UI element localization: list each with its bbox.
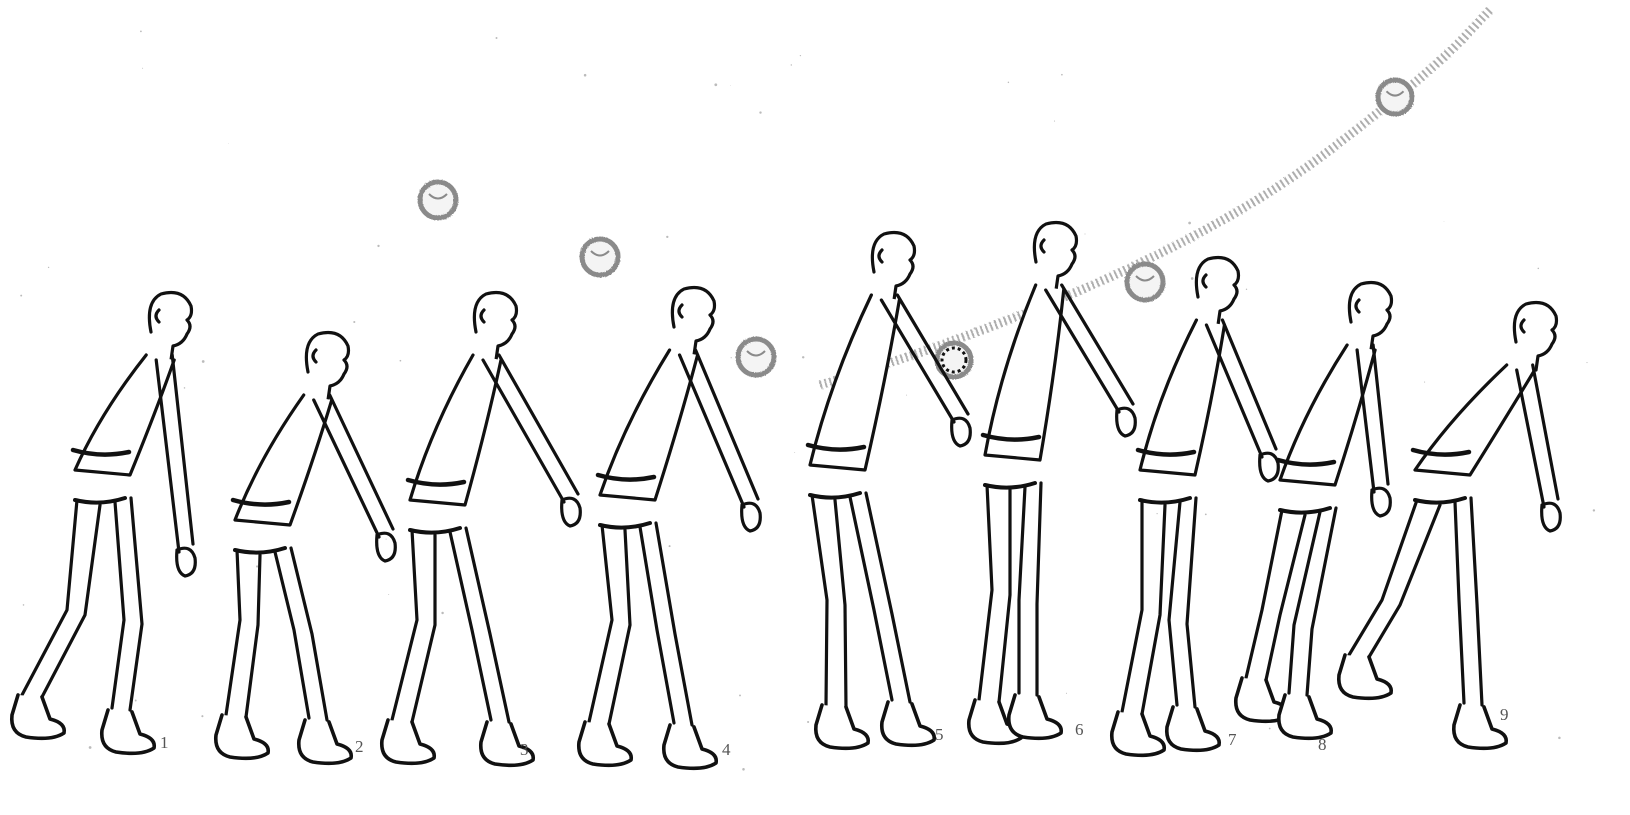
back-shoe <box>12 695 64 738</box>
head <box>672 288 714 356</box>
torso <box>985 285 1064 460</box>
player-figure-frame-5 <box>808 233 970 749</box>
head <box>1514 303 1556 371</box>
player-figure-frame-3 <box>382 293 581 766</box>
legs <box>22 498 142 710</box>
front-shoe <box>102 710 154 753</box>
torso <box>1415 365 1535 475</box>
torso <box>810 295 899 470</box>
front-shoe <box>664 725 716 768</box>
head <box>149 293 191 361</box>
head <box>1349 283 1391 351</box>
legs <box>589 523 692 725</box>
frame-number-3: 3 <box>520 740 529 759</box>
frame-number-8: 8 <box>1318 735 1327 754</box>
player-figure-frame-2 <box>216 333 396 764</box>
player-figure-frame-6 <box>969 223 1136 744</box>
legs <box>812 493 910 707</box>
volleyball-incoming-mid <box>582 239 618 275</box>
head <box>306 333 348 401</box>
frame-number-4: 4 <box>722 740 731 759</box>
front-shoe <box>882 702 934 745</box>
player-figure-frame-4 <box>579 288 761 769</box>
frame-number-9: 9 <box>1500 705 1509 724</box>
frame-number-7: 7 <box>1228 730 1237 749</box>
back-shoe <box>1339 655 1391 698</box>
volleyball-incoming-low <box>738 339 774 375</box>
head <box>474 293 516 361</box>
front-shoe <box>299 720 351 763</box>
front-shoe <box>1279 695 1331 738</box>
frame-number-6: 6 <box>1075 720 1084 739</box>
volleyball-outgoing-low <box>1127 264 1163 300</box>
legs <box>979 483 1041 702</box>
player-figure-frame-9 <box>1339 303 1561 749</box>
figures-layer <box>12 223 1561 769</box>
volleyball-incoming-high <box>420 182 456 218</box>
legs <box>1122 498 1196 714</box>
head <box>872 233 914 301</box>
legs <box>226 548 327 720</box>
front-shoe <box>1454 705 1506 748</box>
legs <box>392 528 509 722</box>
legs <box>1246 508 1336 695</box>
frame-number-2: 2 <box>355 737 364 756</box>
player-figure-frame-1 <box>12 293 196 754</box>
front-shoe <box>1009 695 1061 738</box>
balls-layer <box>420 80 1412 377</box>
head <box>1034 223 1076 291</box>
volleyball-outgoing-high <box>1378 80 1412 114</box>
ball-trajectory-trail <box>820 10 1490 385</box>
back-shoe <box>816 705 868 748</box>
frame-number-1: 1 <box>160 733 169 752</box>
head <box>1196 258 1238 326</box>
back-shoe <box>1112 712 1164 755</box>
back-shoe <box>382 720 434 763</box>
front-shoe <box>1167 707 1219 750</box>
frame-number-5: 5 <box>935 725 944 744</box>
back-shoe <box>579 722 631 765</box>
back-shoe <box>216 715 268 758</box>
